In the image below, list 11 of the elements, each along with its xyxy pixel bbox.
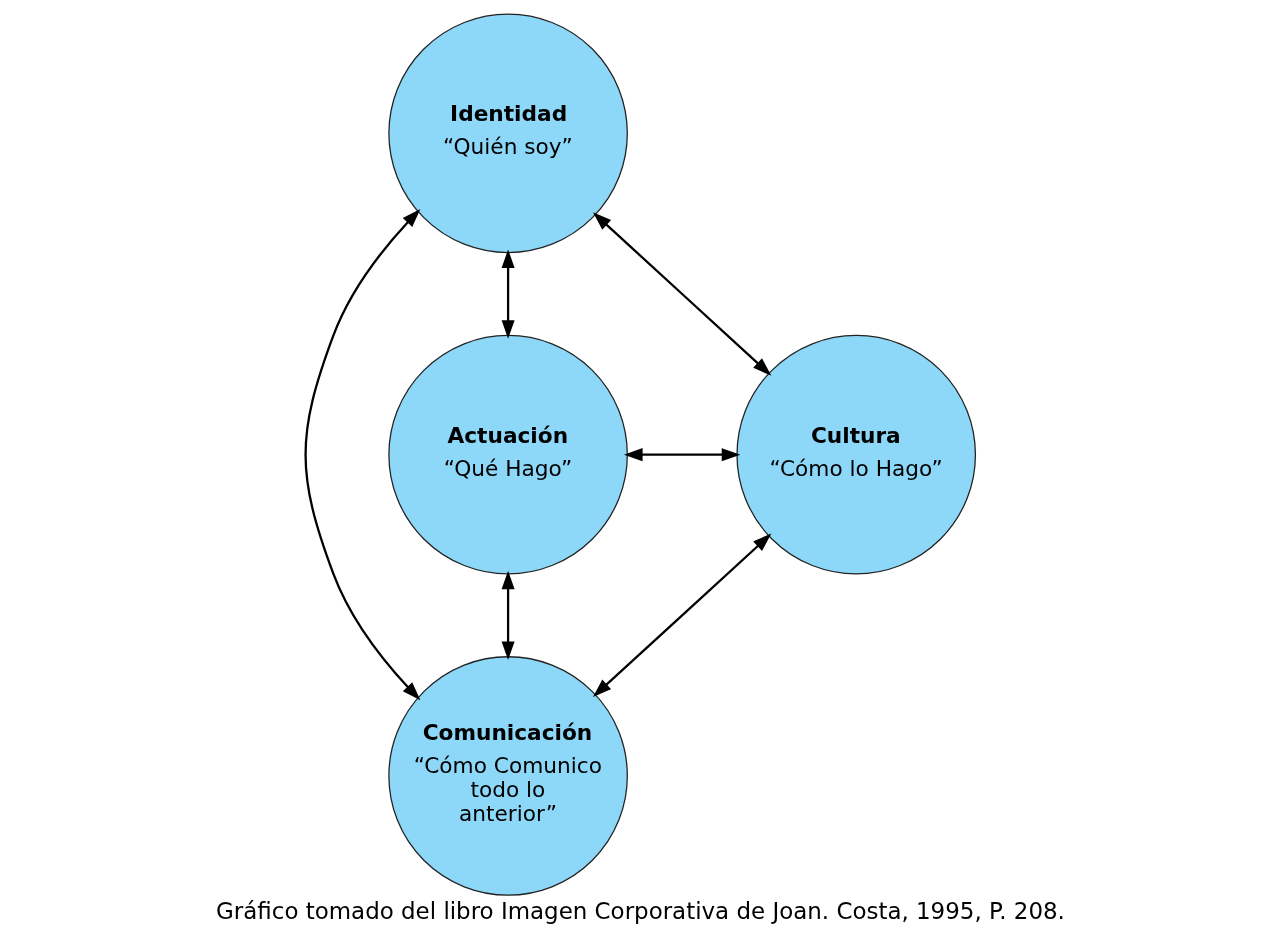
arrow [592, 533, 772, 697]
node-circle: Actuación “Qué Hago” [388, 334, 628, 574]
arrow [304, 208, 421, 700]
arrow [623, 447, 741, 461]
node-circle: Identidad “Quién soy” [388, 12, 628, 253]
arrow [501, 570, 515, 660]
arrow [501, 248, 515, 339]
node-circle: Cultura “Cómo lo Hago” [736, 334, 977, 574]
node-circle: Comunicación “Cómo Comunico todo lo anterior” [388, 655, 628, 896]
arrow [592, 211, 772, 376]
caption: Gráfico tomado del libro Imagen Corporativa de Joan. Costa, 1995, P. 208. [216, 897, 1065, 924]
